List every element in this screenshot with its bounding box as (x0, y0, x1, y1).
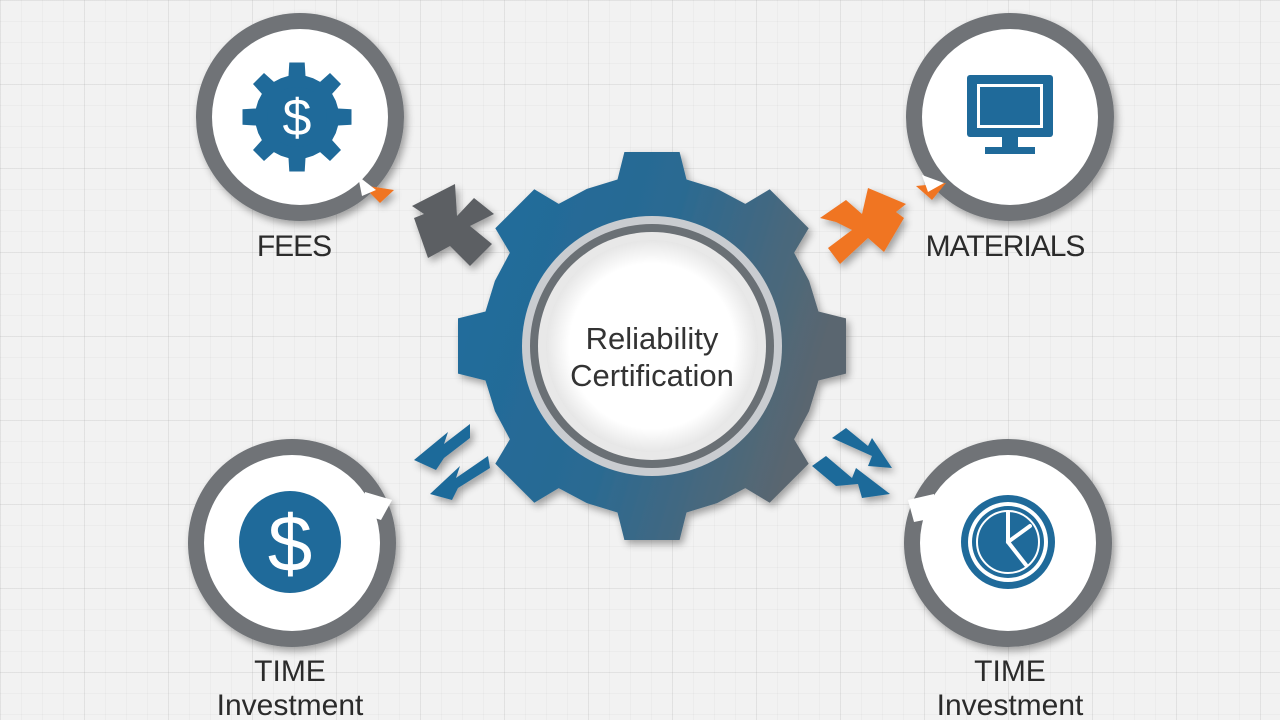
time-left-line1: TIME (254, 655, 326, 688)
materials-label: MATERIALS (925, 230, 1086, 263)
arrow-to-time-right (812, 428, 892, 498)
time-right-line2: Investment (936, 689, 1084, 720)
svg-text:$: $ (268, 499, 313, 588)
time-investment-right-label: TIME Investment (890, 655, 1130, 720)
time-investment-left-label: TIME Investment (170, 655, 410, 720)
node-fees-notch (358, 176, 376, 196)
center-title: Reliability Certification (532, 320, 772, 394)
clock-icon (961, 495, 1055, 589)
dollar-gear-icon: $ (242, 62, 352, 172)
center-title-line1: Reliability (585, 321, 719, 356)
node-materials-accent (916, 183, 946, 200)
time-right-line1: TIME (974, 655, 1046, 688)
node-time-left (188, 439, 396, 647)
time-left-line2: Investment (216, 689, 364, 720)
arrow-to-time-left (414, 424, 490, 500)
arrow-to-fees (412, 184, 494, 266)
central-gear (458, 152, 846, 540)
monitor-icon (967, 75, 1053, 154)
svg-text:$: $ (283, 89, 312, 147)
arrow-to-materials (820, 188, 906, 264)
center-title-line2: Certification (570, 358, 734, 393)
dollar-circle-icon: $ (239, 491, 341, 593)
fees-label: FEES (256, 230, 332, 263)
